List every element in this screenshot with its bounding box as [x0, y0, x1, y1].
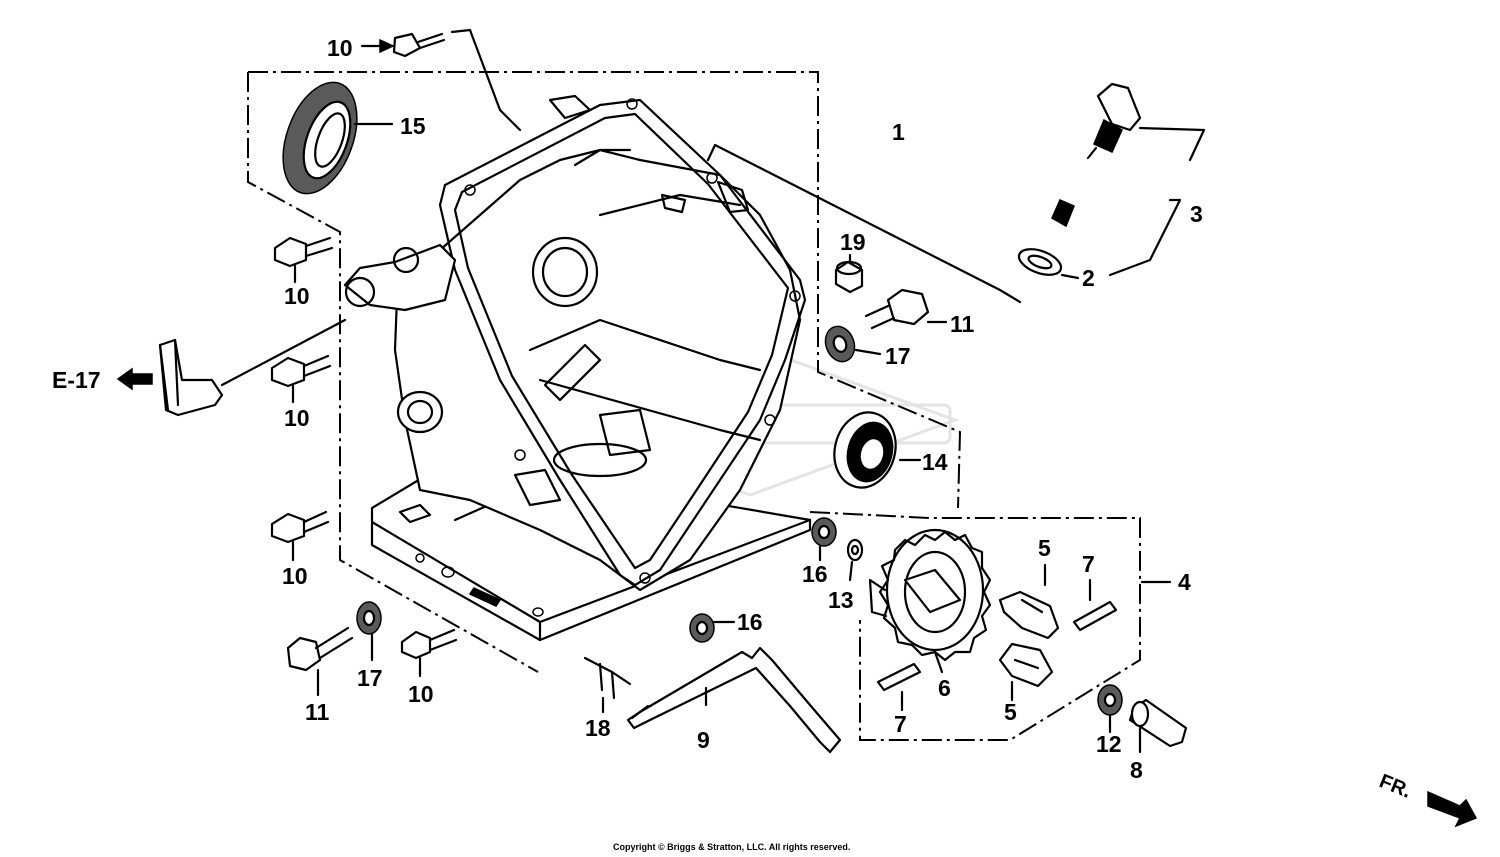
flange-bolt-icon: [270, 510, 330, 562]
governor-group: [809, 511, 1172, 741]
callout-5: 5: [1038, 535, 1051, 561]
flange-bolt-icon: [270, 354, 332, 404]
callout-10: 10: [408, 681, 434, 707]
callout-7: 7: [1082, 551, 1095, 577]
callout-10: 10: [284, 283, 310, 309]
flange-bolt-icon: [400, 628, 458, 678]
front-marker-label: FR.: [1376, 770, 1414, 802]
callout-9: 9: [697, 727, 710, 753]
copyright-notice: Copyright © Briggs & Stratton, LLC. All …: [613, 842, 850, 852]
callout-7: 7: [894, 711, 907, 737]
callout-17: 17: [357, 665, 383, 691]
governor-shaft-icon: [1128, 698, 1188, 754]
callout-10: 10: [284, 405, 310, 431]
seal-icon: [811, 517, 837, 562]
callout-16: 16: [802, 561, 828, 587]
callout-5: 5: [1004, 699, 1017, 725]
governor-weight-icon: [998, 563, 1060, 640]
washer-icon: [846, 538, 864, 582]
reference-label: E-17: [52, 367, 101, 393]
callout-4: 4: [1178, 569, 1191, 595]
callout-16: 16: [737, 609, 763, 635]
governor-gear-icon: [868, 528, 992, 674]
clip-icon: [583, 656, 632, 714]
callout-labels: 10 15 1 3 2 19 11 17 10 10 14 10 16 13 5…: [52, 35, 1414, 852]
washer-icon: [1097, 684, 1123, 734]
washer-icon: [356, 601, 382, 662]
front-direction-arrow-icon: [1427, 790, 1478, 828]
flange-bolt-icon: [360, 28, 522, 132]
callout-19: 19: [840, 229, 866, 255]
callout-13: 13: [828, 587, 854, 613]
flange-bolt-icon: [273, 236, 334, 284]
governor-weight-icon: [998, 642, 1054, 702]
bearing-icon: [833, 411, 922, 489]
callout-10: 10: [282, 563, 308, 589]
crankcase-group: [247, 71, 962, 673]
callout-12: 12: [1096, 731, 1122, 757]
callout-18: 18: [585, 715, 611, 741]
callout-14: 14: [922, 449, 948, 475]
callout-17: 17: [885, 343, 911, 369]
dowel-pin-icon: [834, 253, 864, 294]
breather-tube-icon: [116, 318, 347, 417]
bolt-icon: [864, 288, 948, 330]
callout-11: 11: [950, 311, 975, 337]
seal-icon: [689, 613, 736, 643]
callout-3: 3: [1190, 201, 1203, 227]
washer-icon: [824, 325, 882, 363]
callout-15: 15: [400, 113, 426, 139]
dipstick-icon: [626, 646, 842, 754]
pin-icon: [1072, 578, 1118, 632]
callout-6: 6: [938, 675, 951, 701]
bolt-icon: [286, 626, 354, 697]
oil-seal-icon: [282, 81, 394, 195]
callout-11: 11: [305, 699, 330, 725]
callout-10: 10: [327, 35, 353, 61]
callout-1: 1: [892, 119, 905, 145]
pin-icon: [876, 662, 922, 712]
callout-8: 8: [1130, 757, 1143, 783]
callout-2: 2: [1082, 265, 1095, 291]
drain-plug-icon: [706, 82, 1206, 304]
